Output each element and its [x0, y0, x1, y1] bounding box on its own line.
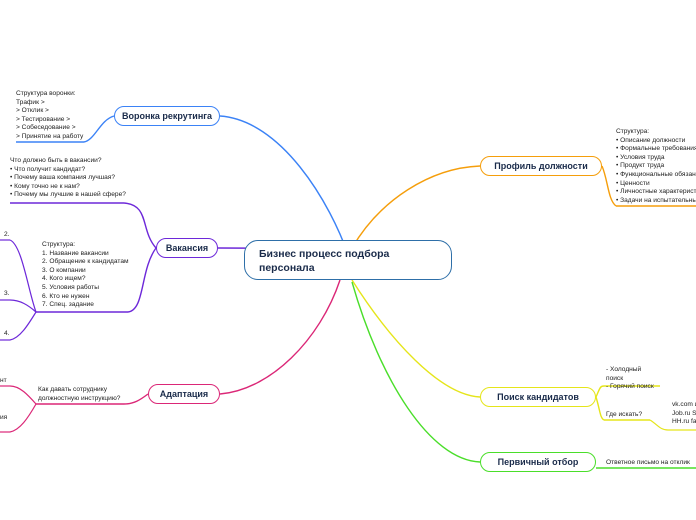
branch-profile-label: Профиль должности — [494, 161, 588, 171]
note-edge-ya: ия — [0, 414, 8, 421]
note-search-where: Где искать? — [606, 411, 643, 418]
note-search-sites: vk.com и Job.ru Su HH.ru fa — [672, 401, 696, 426]
note-edge-3: 3. — [4, 290, 10, 297]
branch-adapt-label: Адаптация — [159, 389, 209, 399]
connector-profile — [351, 165, 481, 249]
connector-primary — [351, 281, 481, 463]
note-funnel-structure: Структура воронки: Трафик > > Отклик > >… — [16, 90, 84, 140]
connector-search — [351, 279, 481, 398]
central-topic[interactable]: Бизнес процесс подбора персонала — [244, 240, 452, 280]
note-vacancy-structure: Структура: 1. Название вакансии 2. Обращ… — [42, 241, 129, 309]
branch-primary-label: Первичный отбор — [497, 457, 579, 467]
note-primary-reply: Ответное письмо на отклик — [606, 459, 690, 466]
branch-vacancy[interactable]: Вакансия — [156, 238, 218, 258]
note-edge-nt: нт — [0, 377, 7, 384]
connector-funnel — [219, 115, 351, 261]
note-search-types: - Холодный поиск - Горячий поиск — [606, 366, 654, 391]
branch-profile[interactable]: Профиль должности — [480, 156, 602, 176]
note-adapt-question: Как давать сотруднику должностную инстру… — [38, 386, 121, 402]
note-profile-structure: Структура: • Описание должности • Формал… — [616, 128, 696, 204]
note-edge-2: 2. — [4, 231, 10, 238]
connector-adapt — [219, 279, 341, 395]
note-edge-4: 4. — [4, 330, 10, 337]
branch-vacancy-label: Вакансия — [165, 243, 209, 253]
branch-adapt[interactable]: Адаптация — [148, 384, 220, 404]
branch-funnel[interactable]: Воронка рекрутинга — [114, 106, 220, 126]
branch-search-label: Поиск кандидатов — [497, 392, 579, 402]
central-topic-title: Бизнес процесс подбора персонала — [259, 248, 390, 274]
branch-search[interactable]: Поиск кандидатов — [480, 387, 596, 407]
branch-funnel-label: Воронка рекрутинга — [121, 111, 213, 121]
note-vacancy-questions: Что должно быть в вакансии? • Что получи… — [10, 157, 126, 199]
branch-primary[interactable]: Первичный отбор — [480, 452, 596, 472]
